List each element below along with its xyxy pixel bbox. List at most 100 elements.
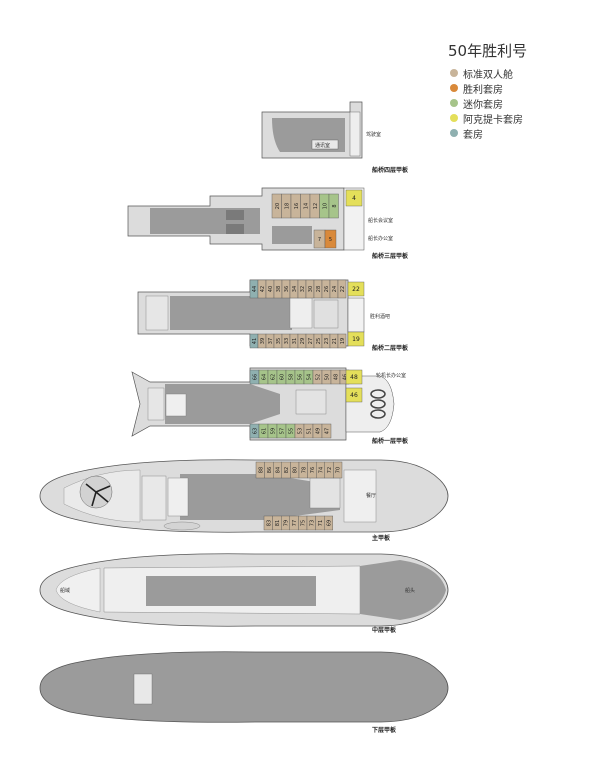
cabin: 60 [276,369,287,385]
cabin-number: 14 [303,203,309,209]
cabin: 29 [297,333,307,349]
cabin: 74 [316,461,326,479]
legend-item-arktika-suite: 阿克提卡套房 [450,111,523,126]
cabin-number: 72 [327,467,333,473]
cabin: 12 [309,193,320,219]
cabin: 37 [265,333,275,349]
cabin: 50 [321,369,332,385]
room-radio: 通讯室 [315,142,330,149]
deck-label-main: 主甲板 [372,534,391,542]
swatch-suite [450,129,458,137]
swatch-victory-suite [450,84,458,92]
cabin: 56 [294,369,305,385]
cabin-number: 86 [267,467,273,473]
cabin-number: 18 [284,203,290,209]
room-captain-office: 船长办公室 [368,235,393,242]
cabin: 19 [347,331,365,347]
cabin-number: 73 [309,520,315,526]
cabin-number: 37 [268,338,274,344]
cabin-number: 82 [284,467,290,473]
cabin: 26 [321,279,331,299]
cabin: 73 [306,515,316,531]
cabin: 21 [329,333,339,349]
legend-label: 阿克提卡套房 [463,114,523,126]
cabin-number: 69 [327,520,333,526]
cabin-number: 75 [301,520,307,526]
cabin-number: 58 [289,374,295,380]
cabin-number: 55 [289,428,295,434]
cabin: 77 [289,515,299,531]
cabin-number: 22 [340,286,346,292]
legend-item-suite: 套房 [450,126,523,141]
cabin: 42 [257,279,267,299]
legend-item-mini-suite: 迷你套房 [450,96,523,111]
cabin-number: 31 [292,338,298,344]
room-bow: 船头 [405,587,415,594]
legend-label: 套房 [463,129,483,141]
deck-main: 餐厅 主甲板 [39,459,449,542]
cabin-number: 12 [313,203,319,209]
cabin: 33 [281,333,291,349]
cabin-number: 62 [271,374,277,380]
cabin: 62 [267,369,278,385]
cabin: 14 [300,193,311,219]
legend-label: 胜利套房 [463,84,503,96]
cabin-number: 60 [280,374,286,380]
swatch-mini-suite [450,99,458,107]
cabin-number: 76 [310,467,316,473]
cabin: 24 [329,279,339,299]
cabin-number: 4 [352,195,356,202]
cabin: 40 [265,279,275,299]
cabin-number: 35 [276,338,282,344]
cabin-number: 44 [252,286,258,292]
cabin-number: 16 [294,203,300,209]
cabin-number: 83 [266,520,272,526]
cabin-number: 23 [324,338,330,344]
cabin-number: 41 [252,338,258,344]
cabin: 39 [257,333,267,349]
cabin-number: 61 [262,428,268,434]
cabin-number: 50 [325,374,331,380]
swatch-arktika-suite [450,114,458,122]
cabin: 8 [328,193,339,219]
cabin-number: 59 [271,428,277,434]
cabin-number: 53 [298,428,304,434]
cabin-number: 71 [318,520,324,526]
cabin: 22 [347,281,365,297]
cabin: 57 [276,423,287,439]
cabin: 54 [303,369,314,385]
cabin: 72 [324,461,334,479]
cabin: 10 [319,193,330,219]
cabin-number: 46 [343,374,349,380]
cabin-number: 54 [307,374,313,380]
cabin: 52 [312,369,323,385]
cabin-number: 29 [300,338,306,344]
deck-bridge3: 船长会议室 船长办公室 船桥三层甲板 [127,187,409,260]
cabin-number: 66 [253,374,259,380]
cabin-number: 81 [275,520,281,526]
cabin-number: 39 [260,338,266,344]
room-wheelhouse: 驾驶室 [366,131,381,138]
cabin: 5 [324,229,337,249]
cabin-number: 22 [352,286,360,293]
cabin: 84 [273,461,283,479]
deck-label-bridge1: 船桥一层甲板 [372,437,409,445]
cabin-number: 51 [307,428,313,434]
cabin: 18 [281,193,292,219]
swatch-standard [450,69,458,77]
cabin: 32 [297,279,307,299]
cabin-number: 21 [332,338,338,344]
deck-middle: 船域 船头 中层甲板 [39,553,449,634]
room-chief-engineer: 轮机长办公室 [376,372,406,379]
room-restaurant: 餐厅 [366,492,376,499]
cabin: 31 [289,333,299,349]
cabin: 47 [321,423,332,439]
legend-item-standard: 标准双人舱 [450,66,523,81]
cabin: 58 [285,369,296,385]
cabin-number: 34 [292,286,298,292]
cabin: 44 [249,279,259,299]
cabin: 34 [289,279,299,299]
cabin-number: 77 [292,520,298,526]
cabin: 53 [294,423,305,439]
cabin: 80 [290,461,300,479]
